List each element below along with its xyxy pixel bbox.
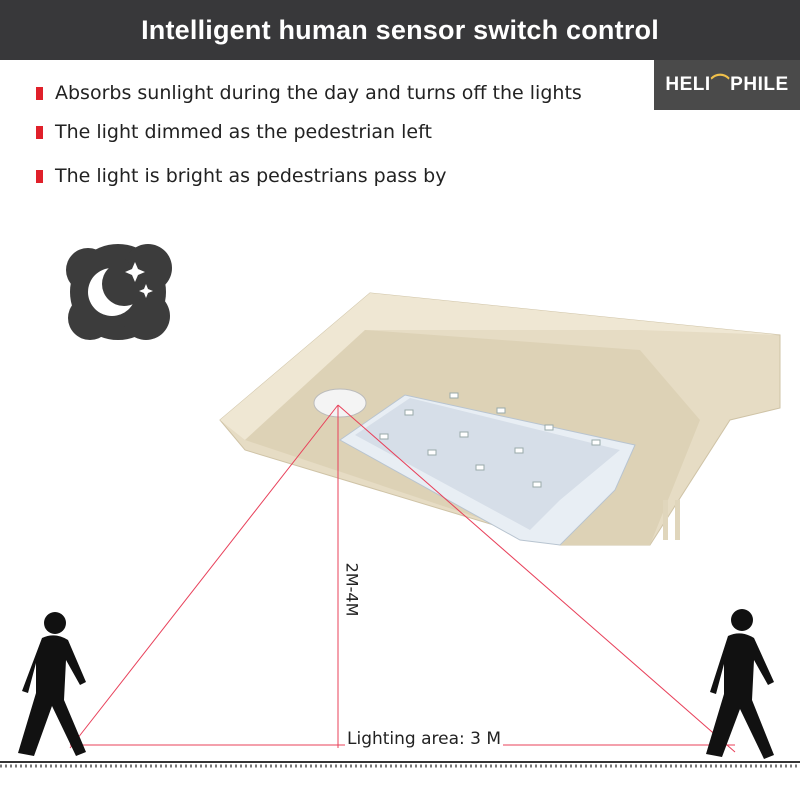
feature-item: The light is bright as pedestrians pass … <box>36 165 446 187</box>
pedestrian-left-icon <box>18 612 86 756</box>
feature-text: The light is bright as pedestrians pass … <box>55 165 447 187</box>
feature-item: The light dimmed as the pedestrian left <box>36 121 432 143</box>
feature-text: The light dimmed as the pedestrian left <box>55 121 432 143</box>
logo-text: PHILE <box>730 74 789 95</box>
bullet-icon <box>36 87 43 100</box>
feature-item: Absorbs sunlight during the day and turn… <box>36 82 582 104</box>
logo-text: HELI <box>665 74 711 95</box>
brand-logo: HELI⌒PHILE <box>654 60 800 110</box>
bullet-icon <box>36 126 43 139</box>
feature-text: Absorbs sunlight during the day and turn… <box>55 82 582 104</box>
logo-mark: ⌒ <box>710 74 731 95</box>
ground-line <box>0 761 800 768</box>
title-banner: Intelligent human sensor switch control <box>0 0 800 60</box>
detection-beam-lines <box>69 404 736 753</box>
solar-lamp-image <box>219 292 781 546</box>
page-title: Intelligent human sensor switch control <box>141 15 659 45</box>
height-range-label: 2M-4M <box>342 562 362 617</box>
lighting-area-label: Lighting area: 3 M <box>345 729 504 749</box>
pedestrian-right-icon <box>706 609 774 759</box>
bullet-icon <box>36 170 43 183</box>
night-moon-icon <box>66 244 172 340</box>
